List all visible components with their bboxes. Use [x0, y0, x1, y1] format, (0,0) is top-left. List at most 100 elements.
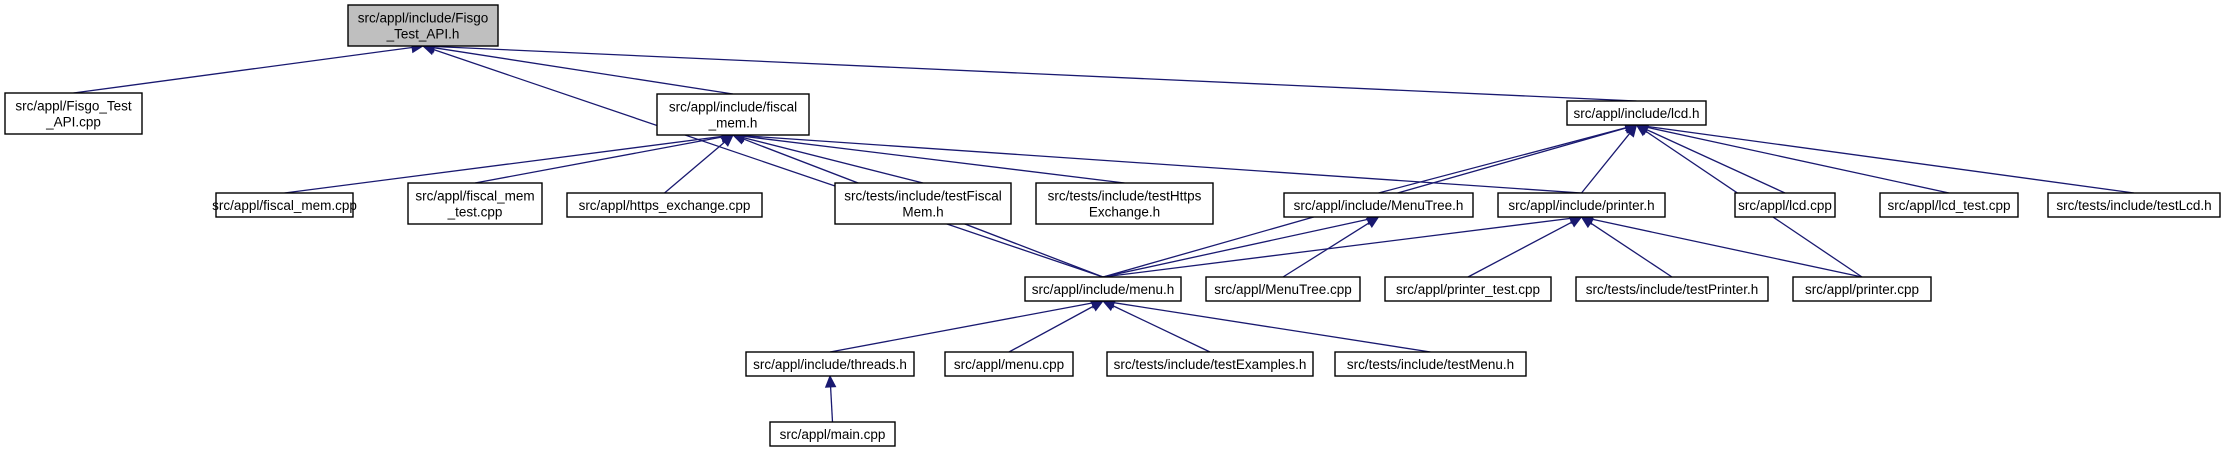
edge-line — [829, 302, 1093, 353]
node-test-printer-h[interactable]: src/tests/include/testPrinter.h — [1575, 276, 1769, 302]
node-printer-h[interactable]: src/appl/include/printer.h — [1497, 192, 1666, 218]
edge-fisgo_cpp-to-fisgo_h — [73, 41, 425, 94]
node-box — [1792, 276, 1932, 302]
node-https-exchange-cpp[interactable]: src/appl/https_exchange.cpp — [566, 192, 763, 218]
node-box — [1283, 192, 1474, 218]
edge-arrowhead — [1568, 216, 1583, 228]
edge-line — [1467, 221, 1573, 278]
node-label: Exchange.h — [1089, 205, 1160, 220]
edge-line — [1112, 305, 1211, 353]
edge-arrowhead — [1635, 124, 1650, 137]
edge-line — [1113, 302, 1431, 353]
node-fiscal-mem-cpp[interactable]: src/appl/fiscal_mem.cpp — [212, 192, 357, 218]
node-box — [1384, 276, 1552, 302]
node-menu-h[interactable]: src/appl/include/menu.h — [1024, 276, 1182, 302]
node-label: src/appl/https_exchange.cpp — [579, 198, 751, 213]
node-label: _API.cpp — [45, 115, 101, 130]
node-box — [347, 4, 499, 47]
node-box — [745, 351, 915, 377]
edge-line — [1580, 133, 1631, 194]
node-box — [1334, 351, 1527, 377]
edge-line — [1592, 218, 1863, 278]
node-menutree-h[interactable]: src/appl/include/MenuTree.h — [1283, 192, 1474, 218]
edge-arrowhead — [824, 374, 837, 388]
node-label: src/tests/include/testExamples.h — [1114, 357, 1307, 372]
edges-layer — [73, 40, 2135, 423]
node-label: src/appl/fiscal_mem — [415, 189, 534, 204]
edge-line — [284, 135, 723, 194]
node-box — [1035, 182, 1214, 225]
node-box — [1566, 100, 1707, 126]
node-lcd-test-cpp[interactable]: src/appl/lcd_test.cpp — [1879, 192, 2019, 218]
node-test-lcd-h[interactable]: src/tests/include/testLcd.h — [2047, 192, 2221, 218]
node-label: src/appl/include/fiscal — [669, 100, 797, 115]
node-label: src/appl/Fisgo_Test — [15, 99, 132, 114]
node-box — [215, 192, 354, 218]
edge-line — [1590, 222, 1673, 278]
node-fisgo-cpp[interactable]: src/appl/Fisgo_Test_API.cpp — [4, 92, 143, 135]
node-lcd-cpp[interactable]: src/appl/lcd.cpp — [1734, 192, 1836, 218]
node-box — [1205, 276, 1361, 302]
node-label: src/appl/include/MenuTree.h — [1294, 198, 1464, 213]
node-test-menu-h[interactable]: src/tests/include/testMenu.h — [1334, 351, 1527, 377]
node-label: _test.cpp — [447, 205, 503, 220]
node-lcd-h[interactable]: src/appl/include/lcd.h — [1566, 100, 1707, 126]
node-box — [944, 351, 1074, 377]
node-box — [834, 182, 1012, 225]
edge-line — [1102, 218, 1368, 278]
edge-arrowhead — [1365, 216, 1380, 229]
node-box — [407, 182, 543, 225]
edge-lcd_h-to-fisgo_h — [421, 40, 1637, 102]
node-fisgo-h[interactable]: src/appl/include/Fisgo_Test_API.h — [347, 4, 499, 47]
node-label: src/tests/include/testHttps — [1048, 189, 1202, 204]
node-label: src/appl/include/threads.h — [753, 357, 907, 372]
edge-line — [73, 46, 413, 94]
node-label: src/appl/include/Fisgo — [358, 11, 489, 26]
node-box — [1497, 192, 1666, 218]
node-label: Mem.h — [902, 205, 943, 220]
node-test-examples-h[interactable]: src/tests/include/testExamples.h — [1106, 351, 1314, 377]
edge-test_fiscal_mem_h-to-fiscal_mem_h — [731, 132, 924, 184]
edge-arrowhead — [720, 134, 734, 147]
edge-line — [664, 141, 726, 194]
node-main-cpp[interactable]: src/appl/main.cpp — [769, 421, 896, 447]
edge-fiscal_mem_h-to-fisgo_h — [421, 42, 734, 95]
edge-arrowhead — [1090, 300, 1105, 312]
node-label: src/appl/lcd.cpp — [1738, 198, 1832, 213]
edge-printer_h-to-lcd_h — [1580, 124, 1638, 194]
edge-threads_h-to-menu_h — [829, 297, 1105, 353]
node-box — [769, 421, 896, 447]
edge-test_examples_h-to-menu_h — [1101, 300, 1211, 353]
node-label: src/tests/include/testFiscal — [844, 189, 1002, 204]
node-label: src/appl/include/menu.h — [1032, 282, 1175, 297]
edge-line — [1102, 217, 1571, 278]
edge-line — [829, 386, 834, 423]
node-printer-test-cpp[interactable]: src/appl/printer_test.cpp — [1384, 276, 1552, 302]
node-printer-cpp[interactable]: src/appl/printer.cpp — [1792, 276, 1932, 302]
node-box — [1575, 276, 1769, 302]
node-menu-cpp[interactable]: src/appl/menu.cpp — [944, 351, 1074, 377]
node-label: src/tests/include/testPrinter.h — [1586, 282, 1759, 297]
node-menutree-cpp[interactable]: src/appl/MenuTree.cpp — [1205, 276, 1361, 302]
node-box — [1024, 276, 1182, 302]
node-label: _mem.h — [708, 116, 758, 131]
node-label: src/appl/fiscal_mem.cpp — [212, 198, 357, 213]
node-box — [566, 192, 763, 218]
node-label: src/appl/printer_test.cpp — [1396, 282, 1540, 297]
node-fiscal-mem-h[interactable]: src/appl/include/fiscal_mem.h — [656, 93, 810, 136]
node-label: _Test_API.h — [386, 27, 460, 42]
edge-menu_cpp-to-menu_h — [1008, 300, 1105, 353]
node-label: src/appl/MenuTree.cpp — [1214, 282, 1352, 297]
node-fiscal-mem-test-cpp[interactable]: src/appl/fiscal_mem_test.cpp — [407, 182, 543, 225]
edge-line — [433, 47, 734, 95]
node-label: src/appl/menu.cpp — [954, 357, 1064, 372]
node-threads-h[interactable]: src/appl/include/threads.h — [745, 351, 915, 377]
node-label: src/appl/include/lcd.h — [1573, 106, 1699, 121]
node-box — [4, 92, 143, 135]
edge-line — [1647, 126, 1950, 194]
edge-line — [433, 45, 1637, 102]
edge-line — [1378, 127, 1627, 194]
